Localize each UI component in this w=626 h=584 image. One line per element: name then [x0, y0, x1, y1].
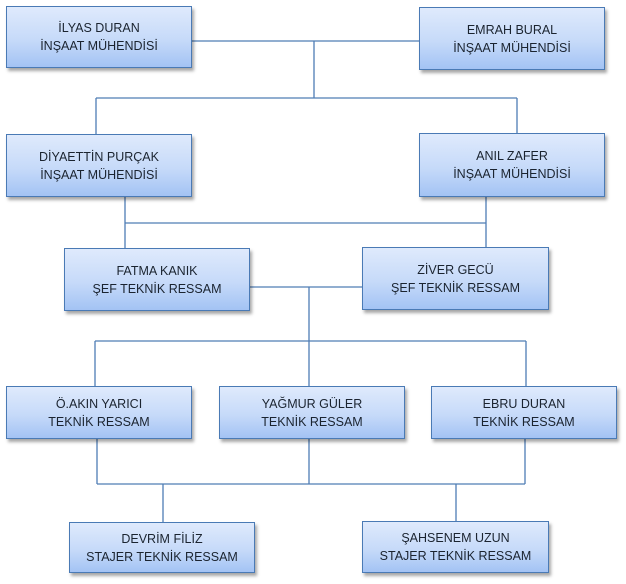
- node-role: STAJER TEKNİK RESSAM: [86, 549, 238, 564]
- node-name: ŞAHSENEM UZUN: [401, 531, 510, 545]
- node-name: İLYAS DURAN: [58, 21, 140, 35]
- node-name: ANIL ZAFER: [476, 149, 548, 163]
- node-diyaettin-purcak: DİYAETTİN PURÇAK İNŞAAT MÜHENDİSİ: [6, 134, 192, 197]
- node-name: EBRU DURAN: [482, 396, 566, 411]
- node-name: DEVRİM FİLİZ: [121, 531, 203, 546]
- node-name: FATMA KANIK: [116, 263, 198, 278]
- node-role: İNŞAAT MÜHENDİSİ: [453, 167, 571, 181]
- node-ziver-gecu: ZİVER GECÜ ŞEF TEKNİK RESSAM: [362, 247, 549, 310]
- node-sahsenem-uzun: ŞAHSENEM UZUN STAJER TEKNİK RESSAM: [362, 521, 549, 573]
- node-role: TEKNİK RESSAM: [48, 414, 150, 429]
- node-role: ŞEF TEKNİK RESSAM: [391, 280, 520, 295]
- node-anil-zafer: ANIL ZAFER İNŞAAT MÜHENDİSİ: [419, 133, 605, 197]
- node-name: EMRAH BURAL: [466, 22, 558, 37]
- node-emrah-bural: EMRAH BURAL İNŞAAT MÜHENDİSİ: [419, 7, 605, 70]
- node-devrim-filiz: DEVRİM FİLİZ STAJER TEKNİK RESSAM: [69, 522, 255, 573]
- node-role: İNŞAAT MÜHENDİSİ: [40, 167, 158, 182]
- node-role: İNŞAAT MÜHENDİSİ: [453, 40, 571, 55]
- node-ebru-duran: EBRU DURAN TEKNİK RESSAM: [431, 386, 617, 439]
- node-name: DİYAETTİN PURÇAK: [39, 149, 159, 164]
- node-role: TEKNİK RESSAM: [473, 414, 575, 429]
- node-role: STAJER TEKNİK RESSAM: [379, 549, 532, 563]
- node-name: YAĞMUR GÜLER: [261, 396, 363, 411]
- node-fatma-kanik: FATMA KANIK ŞEF TEKNİK RESSAM: [64, 248, 250, 311]
- node-role: TEKNİK RESSAM: [261, 414, 363, 429]
- node-akin-yarici: Ö.AKIN YARICI TEKNİK RESSAM: [6, 386, 192, 439]
- node-name: ZİVER GECÜ: [417, 262, 494, 277]
- node-name: Ö.AKIN YARICI: [55, 396, 143, 411]
- node-ilyas-duran: İLYAS DURAN İNŞAAT MÜHENDİSİ: [6, 6, 192, 68]
- node-role: İNŞAAT MÜHENDİSİ: [40, 39, 158, 53]
- node-yagmur-guler: YAĞMUR GÜLER TEKNİK RESSAM: [219, 386, 405, 439]
- node-role: ŞEF TEKNİK RESSAM: [92, 281, 222, 296]
